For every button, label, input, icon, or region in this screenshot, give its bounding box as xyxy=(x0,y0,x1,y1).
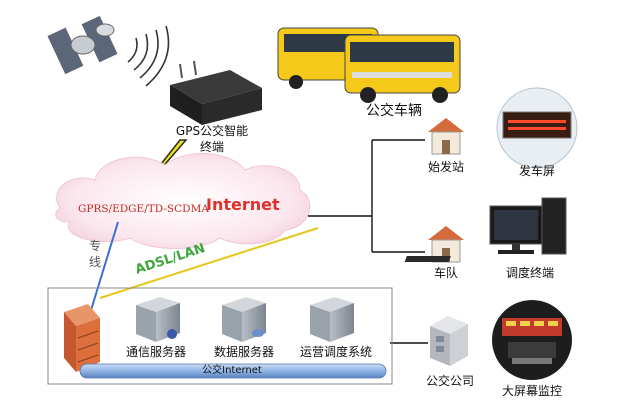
bus-label: 公交车辆 xyxy=(366,103,422,119)
satellite-icon xyxy=(47,15,118,75)
bus-internet-label: 公交Internet xyxy=(202,365,262,376)
communication-server-icon xyxy=(136,297,180,342)
dispatch-system-label: 运营调度系统 xyxy=(299,345,373,359)
gps-terminal-label-line1: GPS公交智能 xyxy=(175,124,249,138)
lan-region-box xyxy=(47,287,393,385)
communication-server-label: 通信服务器 xyxy=(125,345,187,359)
start-station-house-icon xyxy=(428,118,464,155)
bus-company-building-icon xyxy=(430,316,468,366)
bus-icon xyxy=(277,27,461,103)
dispatch-terminal-computer-icon xyxy=(404,197,567,262)
departure-screen-icon xyxy=(496,87,578,169)
start-station-label: 始发站 xyxy=(427,160,465,174)
dispatch-server-icon xyxy=(310,297,354,342)
big-screen-monitoring-icon xyxy=(492,300,572,380)
bus-internet-pipe xyxy=(79,363,387,379)
dispatch-terminal-label: 调度终端 xyxy=(505,266,555,280)
big-screen-label: 大屏幕监控 xyxy=(501,384,563,398)
departure-screen-label: 发车屏 xyxy=(518,164,556,178)
data-server-icon xyxy=(222,297,266,342)
signal-waves-icon xyxy=(127,25,170,87)
gps-terminal-device-icon xyxy=(170,60,262,125)
data-server-label: 数据服务器 xyxy=(213,345,275,359)
dedicated-line-label: 专线 xyxy=(88,239,101,269)
bus-company-label: 公交公司 xyxy=(425,374,475,388)
internet-label: Internet xyxy=(206,195,280,214)
internet-cloud xyxy=(55,153,311,249)
yellow-adsl-line xyxy=(99,227,319,299)
fleet-label: 车队 xyxy=(433,266,459,280)
gps-terminal-label-line2: 终端 xyxy=(199,140,225,154)
firewall-icon xyxy=(64,304,100,372)
blue-dedicated-line xyxy=(87,221,119,321)
protocols-label: GPRS/EDGE/TD-SCDMA xyxy=(78,203,209,215)
